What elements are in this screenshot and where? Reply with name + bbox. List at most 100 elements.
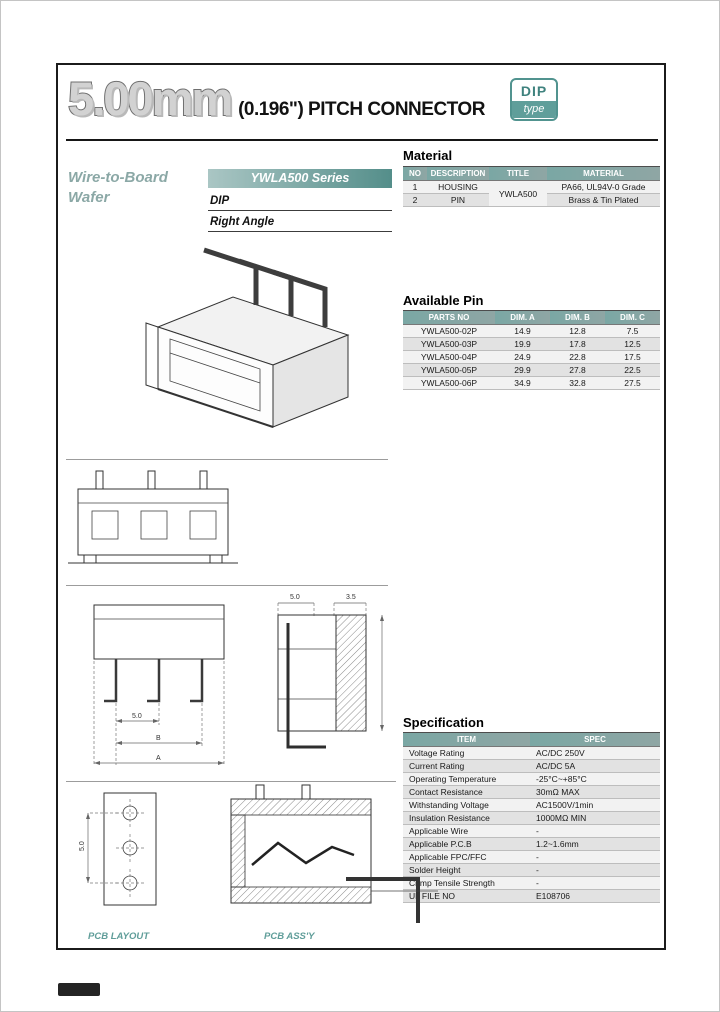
dimension-label: B	[156, 735, 161, 742]
page-title: 5.00mm	[67, 71, 234, 126]
cell-shared-title: YWLA500	[489, 180, 547, 207]
cell: -	[530, 876, 660, 890]
cell: 17.8	[550, 337, 605, 351]
available-pin-table: PARTS NO DIM. A DIM. B DIM. C YWLA500-02…	[403, 310, 660, 390]
table-row: YWLA500-03P 19.9 17.8 12.5	[403, 337, 660, 351]
table-row: YWLA500-06P 34.9 32.8 27.5	[403, 376, 660, 390]
cell: UL FILE NO	[403, 889, 530, 903]
pcb-assy-label: PCB ASS'Y	[264, 931, 315, 942]
dimension-label: 5.0	[79, 841, 86, 851]
panel-divider	[66, 585, 388, 586]
cell: 30mΩ MAX	[530, 785, 660, 799]
cell: -	[530, 824, 660, 838]
cell: Applicable P.C.B	[403, 837, 530, 851]
table-row: Applicable FPC/FFC-	[403, 850, 660, 864]
table-header-row: ITEM SPEC	[403, 732, 660, 747]
cell: -	[530, 863, 660, 877]
mount-type-label: DIP	[208, 193, 392, 211]
dimension-label: 3.5	[346, 594, 356, 601]
family-line2: Wafer	[68, 188, 110, 206]
cell: Brass & Tin Plated	[547, 193, 660, 207]
cell: 12.8	[550, 324, 605, 338]
table-row: 2 PIN Brass & Tin Plated	[403, 193, 660, 207]
dimension-label: A	[156, 755, 161, 762]
material-heading: Material	[403, 148, 453, 163]
table-row: 1 HOUSING YWLA500 PA66, UL94V-0 Grade	[403, 180, 660, 207]
cell: YWLA500-06P	[403, 376, 495, 390]
table-row: Solder Height-	[403, 863, 660, 877]
table-row: YWLA500-04P 24.9 22.8 17.5	[403, 350, 660, 364]
cell: YWLA500-02P	[403, 324, 495, 338]
dimension-label: 5.0	[290, 594, 300, 601]
cell: 27.5	[605, 376, 660, 390]
family-line1: Wire-to-Board	[68, 169, 168, 186]
product-family: Wire-to-Board Wafer	[68, 168, 168, 207]
cell: PA66, UL94V-0 Grade	[547, 180, 660, 194]
table-header-row: PARTS NO DIM. A DIM. B DIM. C	[403, 310, 660, 325]
table-row: Crimp Tensile Strength-	[403, 876, 660, 890]
cell: Withstanding Voltage	[403, 798, 530, 812]
cell: 32.8	[550, 376, 605, 390]
cell: Operating Temperature	[403, 772, 530, 786]
cell: -	[530, 850, 660, 864]
cell: E108706	[530, 889, 660, 903]
cell: 1.2~1.6mm	[530, 837, 660, 851]
cell: Applicable Wire	[403, 824, 530, 838]
title-divider	[66, 139, 658, 141]
cell: 17.5	[605, 350, 660, 364]
cell: Applicable FPC/FFC	[403, 850, 530, 864]
cell: 2	[403, 193, 427, 207]
cell: 12.5	[605, 337, 660, 351]
cell: 7.5	[605, 324, 660, 338]
cell: 29.9	[495, 363, 550, 377]
cell: 19.9	[495, 337, 550, 351]
column-header: SPEC	[530, 732, 660, 747]
panel-divider	[66, 781, 396, 782]
isometric-view-drawing	[145, 247, 350, 428]
cell: Voltage Rating	[403, 746, 530, 760]
dip-badge-text: DIP	[520, 83, 548, 99]
cell: Contact Resistance	[403, 785, 530, 799]
dip-type-badge: DIP type	[510, 78, 558, 121]
cell: 24.9	[495, 350, 550, 364]
table-row: Operating Temperature-25°C~+85°C	[403, 772, 660, 786]
column-header: TITLE	[489, 166, 547, 181]
table-header-row: NO DESCRIPTION TITLE MATERIAL	[403, 166, 660, 181]
table-row: YWLA500-02P 14.9 12.8 7.5	[403, 324, 660, 338]
column-header: MATERIAL	[547, 166, 660, 181]
cell: 22.8	[550, 350, 605, 364]
pcb-layout-drawing: 5.0	[79, 792, 157, 906]
column-header: DIM. B	[550, 310, 605, 325]
table-row: YWLA500-05P 29.9 27.8 22.5	[403, 363, 660, 377]
column-header: DIM. C	[605, 310, 660, 325]
pcb-layout-label: PCB LAYOUT	[88, 931, 150, 942]
cell: AC/DC 5A	[530, 759, 660, 773]
cell: 22.5	[605, 363, 660, 377]
cell: 1000MΩ MIN	[530, 811, 660, 825]
cell: HOUSING	[427, 180, 489, 194]
column-header: DIM. A	[495, 310, 550, 325]
cell: Insulation Resistance	[403, 811, 530, 825]
front-view-drawing	[68, 470, 238, 564]
cell: 14.9	[495, 324, 550, 338]
cell: AC1500V/1min	[530, 798, 660, 812]
dimension-label: 5.0	[132, 713, 142, 720]
cell: 1	[403, 180, 427, 194]
orientation-label: Right Angle	[208, 214, 392, 232]
cell: Solder Height	[403, 863, 530, 877]
page-frame: 5.00mm (0.196") PITCH CONNECTOR DIP type…	[56, 63, 666, 950]
cell: 27.8	[550, 363, 605, 377]
cell: AC/DC 250V	[530, 746, 660, 760]
pcb-assembly-drawing	[230, 784, 438, 923]
panel-divider	[66, 459, 388, 460]
column-header: NO	[403, 166, 427, 181]
